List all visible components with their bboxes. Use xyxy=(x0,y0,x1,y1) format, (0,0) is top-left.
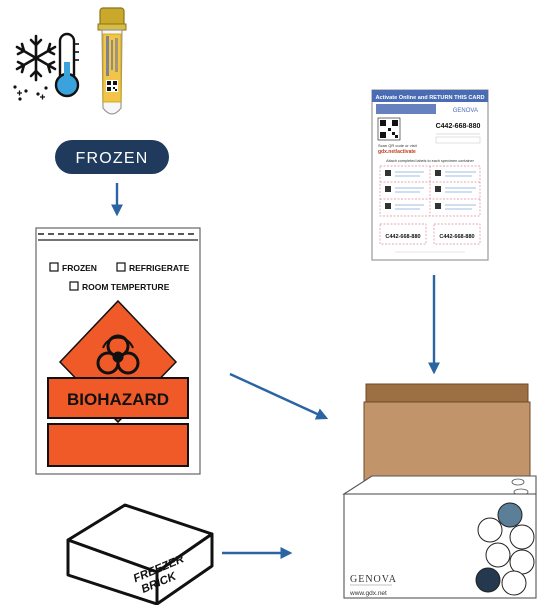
thermometer-icon xyxy=(54,32,80,98)
activation-card-id-right: C442-668-880 xyxy=(439,234,474,240)
biohazard-icon xyxy=(96,334,140,375)
biohazard-label: BIOHAZARD xyxy=(67,390,169,409)
blank-orange-panel xyxy=(47,423,189,467)
checkbox-frozen-label: FROZEN xyxy=(62,263,97,273)
specimen-tube xyxy=(97,7,127,115)
qr-code-icon xyxy=(106,80,118,92)
kit-box-brand: GENOVA xyxy=(350,574,397,585)
checkbox-frozen[interactable]: FROZEN xyxy=(49,262,97,273)
activation-card-id-left: C442-668-880 xyxy=(385,234,420,240)
activation-card-attach-text: Attach completed labels to each specimen… xyxy=(386,159,475,163)
freezer-brick: FREEZER BRICK xyxy=(66,503,214,605)
checkbox-refrigerate-label: REFRIGERATE xyxy=(129,263,190,273)
checkbox-refrigerate[interactable]: REFRIGERATE xyxy=(116,262,190,273)
frozen-badge-label: FROZEN xyxy=(76,150,149,167)
frost-dots xyxy=(13,85,48,101)
label-grid xyxy=(379,165,481,217)
vial-circles xyxy=(475,502,535,596)
kit-box-url: www.gdx.net xyxy=(349,590,387,597)
arrow-bag-to-box xyxy=(229,372,329,420)
activation-card-brand: GENOVA xyxy=(453,108,478,114)
qr-code-icon xyxy=(377,117,401,141)
shipping-kit-box: GENOVA www.gdx.net xyxy=(342,383,537,599)
label-qr-marks xyxy=(385,170,441,209)
activation-card-title: Activate Online and RETURN THIS CARD xyxy=(375,95,484,101)
checkbox-room-temperature-label: ROOM TEMPERTURE xyxy=(82,282,170,292)
activation-card-url: gdx.net/activate xyxy=(378,149,416,155)
activation-card-scan-text: Scan QR code or visit xyxy=(378,143,418,148)
label-text-lines xyxy=(395,171,476,210)
activation-card-accession: C442-668-880 xyxy=(436,123,481,130)
snowflake-icon xyxy=(15,34,57,82)
checkbox-room-temperature[interactable]: ROOM TEMPERTURE xyxy=(69,281,170,292)
biohazard-banner xyxy=(47,377,189,419)
specimen-bag: FROZEN REFRIGERATE ROOM TEMPERTURE BIOHA… xyxy=(35,227,201,475)
frozen-badge: FROZEN xyxy=(55,140,169,174)
activation-card: Activate Online and RETURN THIS CARD GEN… xyxy=(371,89,489,261)
